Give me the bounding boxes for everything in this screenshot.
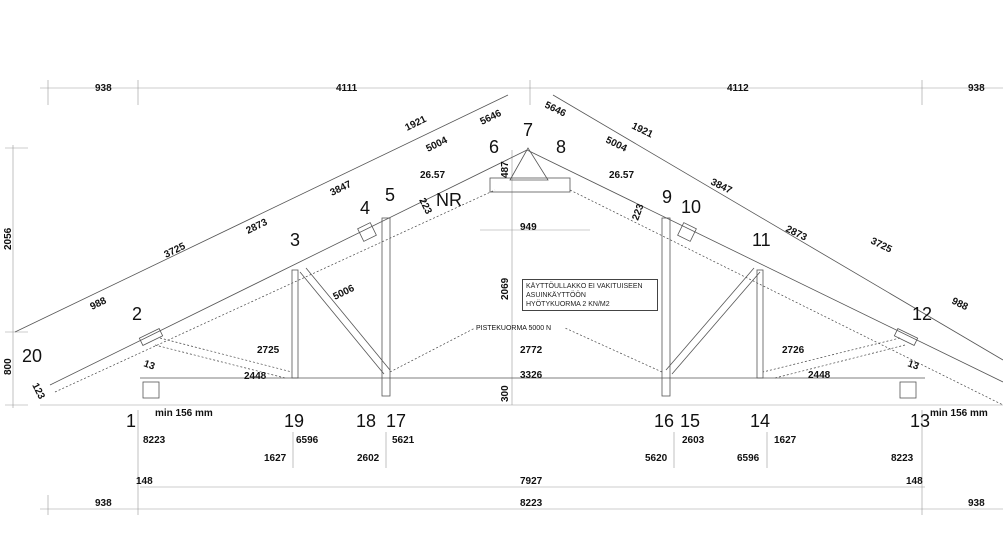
node-label: 9 bbox=[662, 187, 672, 207]
node-label: 7 bbox=[523, 120, 533, 140]
node-label: 16 bbox=[654, 411, 674, 431]
dimension-label: 2725 bbox=[257, 345, 280, 356]
node-label: 6 bbox=[489, 137, 499, 157]
dimension-label: 938 bbox=[95, 498, 112, 509]
dimension-label: 5006 bbox=[331, 283, 356, 303]
node-label: NR bbox=[436, 190, 462, 210]
node-label: 17 bbox=[386, 411, 406, 431]
dimension-label: 2602 bbox=[357, 453, 380, 464]
node-label: 5 bbox=[385, 185, 395, 205]
dimension-label: min 156 mm bbox=[930, 408, 988, 419]
node-label: 14 bbox=[750, 411, 770, 431]
dimension-label: 3847 bbox=[328, 179, 353, 199]
dimension-label: 5004 bbox=[424, 135, 449, 155]
point-load-label: PISTEKUORMA 5000 N bbox=[476, 325, 551, 332]
dimension-label: 5621 bbox=[392, 435, 415, 446]
dimension-label: 800 bbox=[3, 358, 14, 375]
dimension-label: 938 bbox=[968, 498, 985, 509]
dimension-label: 4112 bbox=[727, 83, 749, 94]
dimension-label: 13 bbox=[906, 358, 921, 372]
dimension-label: 2056 bbox=[3, 227, 14, 250]
dimension-label: 938 bbox=[95, 83, 112, 94]
dimension-label: 300 bbox=[500, 385, 511, 402]
node-label: 4 bbox=[360, 198, 370, 218]
node-label: 10 bbox=[681, 197, 701, 217]
dimension-label: 8223 bbox=[891, 453, 914, 464]
dimension-label: 3725 bbox=[162, 241, 187, 261]
dimension-label: 988 bbox=[88, 295, 108, 312]
note-line-2: ASUINKÄYTTÖÖN bbox=[526, 292, 586, 299]
dimension-label: 1921 bbox=[630, 121, 655, 141]
node-label: 12 bbox=[912, 304, 932, 324]
dimension-label: 223 bbox=[630, 202, 646, 222]
dimension-label: 988 bbox=[950, 296, 970, 313]
note-line-1: KÄYTTÖULLAKKO EI VAKITUISEEN bbox=[526, 283, 643, 290]
node-label: 15 bbox=[680, 411, 700, 431]
node-label: 18 bbox=[356, 411, 376, 431]
node-label: 2 bbox=[132, 304, 142, 324]
dimension-label: 3725 bbox=[869, 236, 894, 256]
dimension-label: 2873 bbox=[784, 224, 809, 244]
dimension-label: 2448 bbox=[808, 370, 831, 381]
load-note-box: KÄYTTÖULLAKKO EI VAKITUISEEN ASUINKÄYTTÖ… bbox=[522, 279, 658, 311]
node-label: 8 bbox=[556, 137, 566, 157]
dimension-label: 1627 bbox=[774, 435, 797, 446]
dimension-label: 8223 bbox=[143, 435, 166, 446]
dimension-label: 26.57 bbox=[420, 170, 445, 181]
dimension-label: 2069 bbox=[500, 277, 511, 300]
dimension-label: 123 bbox=[29, 381, 47, 401]
dimension-label: 148 bbox=[136, 476, 153, 487]
dimension-label: 6596 bbox=[737, 453, 760, 464]
dimension-label: 5620 bbox=[645, 453, 668, 464]
roof-outline bbox=[14, 94, 1003, 406]
dimension-label: 487 bbox=[500, 161, 511, 178]
node-label: 3 bbox=[290, 230, 300, 250]
dimension-label: 13 bbox=[142, 358, 157, 372]
dimension-label: 5646 bbox=[543, 100, 568, 120]
dimension-label: 6596 bbox=[296, 435, 319, 446]
dimension-lines bbox=[5, 80, 1003, 515]
node-label: 11 bbox=[752, 230, 771, 250]
dimension-label: 3326 bbox=[520, 370, 543, 381]
dimension-label: 8223 bbox=[520, 498, 543, 509]
dimension-label: 7927 bbox=[520, 476, 543, 487]
dimension-label: 4111 bbox=[336, 83, 358, 94]
node-label: 20 bbox=[22, 346, 42, 366]
dimension-label: 2772 bbox=[520, 345, 543, 356]
dimension-label: 223 bbox=[416, 196, 434, 216]
dimension-label: 2603 bbox=[682, 435, 705, 446]
dimension-label: 2726 bbox=[782, 345, 805, 356]
truss-members bbox=[138, 147, 925, 399]
dimension-label: 26.57 bbox=[609, 170, 634, 181]
dimension-label: 938 bbox=[968, 83, 985, 94]
dimension-label: 2448 bbox=[244, 371, 267, 382]
dimension-label: 1627 bbox=[264, 453, 287, 464]
note-line-3: HYÖTYKUORMA 2 KN/M2 bbox=[526, 301, 610, 308]
node-label: 13 bbox=[910, 411, 930, 431]
dimension-label: min 156 mm bbox=[155, 408, 213, 419]
dimension-label: 5646 bbox=[478, 108, 503, 128]
node-label: 1 bbox=[126, 411, 136, 431]
dimension-label: 148 bbox=[906, 476, 923, 487]
dimension-label: 1921 bbox=[403, 114, 428, 134]
node-label: 19 bbox=[284, 411, 304, 431]
dimension-label: 949 bbox=[520, 222, 537, 233]
